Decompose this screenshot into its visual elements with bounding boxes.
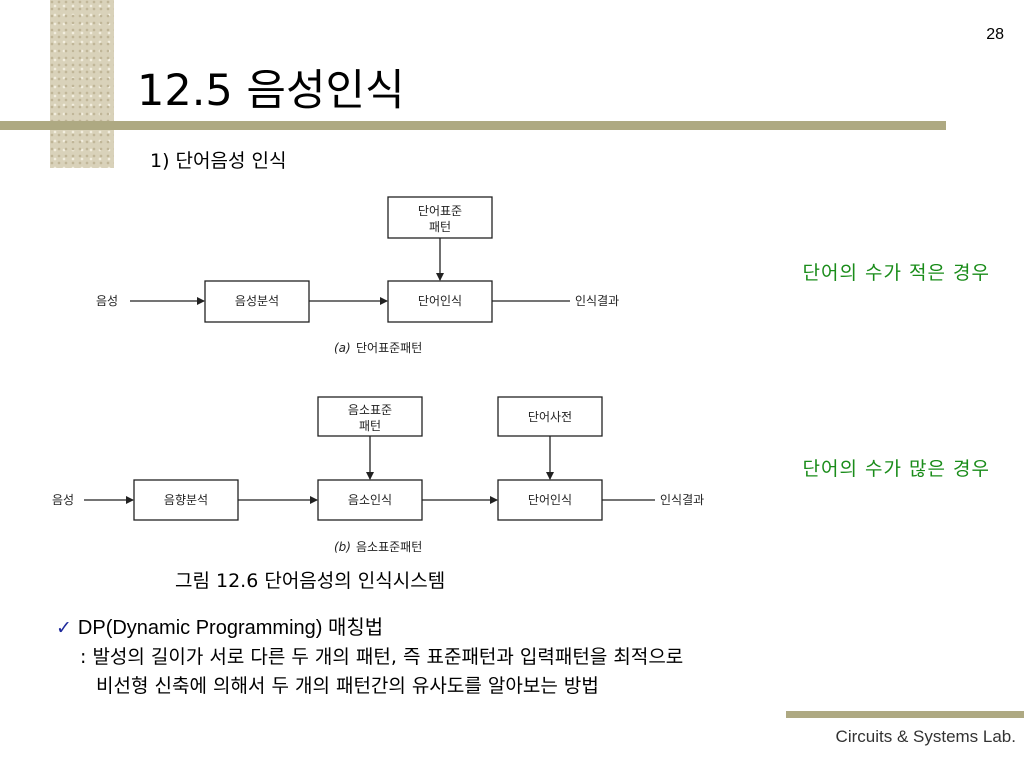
dp-matching-bullet: ✓DP(Dynamic Programming) 매칭법 : 발성의 길이가 서… [56,614,683,701]
figure-caption: 그림 12.6 단어음성의 인식시스템 [175,570,446,592]
note-few-words: 단어의 수가 적은 경우 [802,262,990,284]
label-output-a: 인식결과 [575,294,619,308]
title-rule [0,121,946,130]
bullet-line-2: : 발성의 길이가 서로 다른 두 개의 패턴, 즉 표준패턴과 입력패턴을 최… [80,646,684,668]
label-analysis-a: 음성분석 [235,294,279,308]
footer-rule [786,711,1024,718]
footer-lab-name: Circuits & Systems Lab. [835,727,1016,746]
note-many-words: 단어의 수가 많은 경우 [802,458,990,480]
page-title: 12.5 음성인식 [137,66,405,116]
box-phoneme-reference-pattern [317,396,423,437]
recognition-system-diagram: 음성 단어표준 패턴 음성분석 단어인식 인식결과 (a) 단어표준패턴 음성 … [52,196,704,554]
bullet-lead-line: ✓DP(Dynamic Programming) 매칭법 [56,614,683,643]
label-phoneme-ref-line1-b: 음소표준 [348,403,392,417]
page-number: 28 [986,26,1004,43]
checkmark-icon: ✓ [56,617,72,639]
section-subtitle: 1) 단어음성 인식 [150,150,287,172]
label-analysis-b: 음향분석 [164,493,208,507]
caption-letter-b: (b) [334,540,351,554]
label-input-b: 음성 [52,493,74,507]
label-input-a: 음성 [96,294,118,308]
bullet-line-3: 비선형 신축에 의해서 두 개의 패턴간의 유사도를 알아보는 방법 [96,675,599,697]
box-word-reference-pattern [387,196,493,239]
label-reference-line1-a: 단어표준 [418,204,462,218]
caption-text-b: 음소표준패턴 [356,540,422,554]
box-word-recognition-a [387,280,493,323]
label-output-b: 인식결과 [660,493,704,507]
box-acoustic-analysis [133,479,239,521]
caption-letter-a: (a) [334,341,351,355]
label-phoneme-b: 음소인식 [348,493,392,507]
label-reference-line2-a: 패턴 [429,220,451,234]
box-word-dictionary [497,396,603,437]
diagram-a [130,196,570,323]
label-recognition-a: 단어인식 [418,294,462,308]
label-dictionary-b: 단어사전 [528,410,572,424]
label-phoneme-ref-line2-b: 패턴 [359,419,381,433]
diagram-b [84,396,655,521]
bullet-lead: DP(Dynamic Programming) 매칭법 [77,617,384,639]
label-recognition-b: 단어인식 [528,493,572,507]
decorative-texture-block [50,0,114,168]
caption-text-a: 단어표준패턴 [356,341,422,355]
box-speech-analysis [204,280,310,323]
